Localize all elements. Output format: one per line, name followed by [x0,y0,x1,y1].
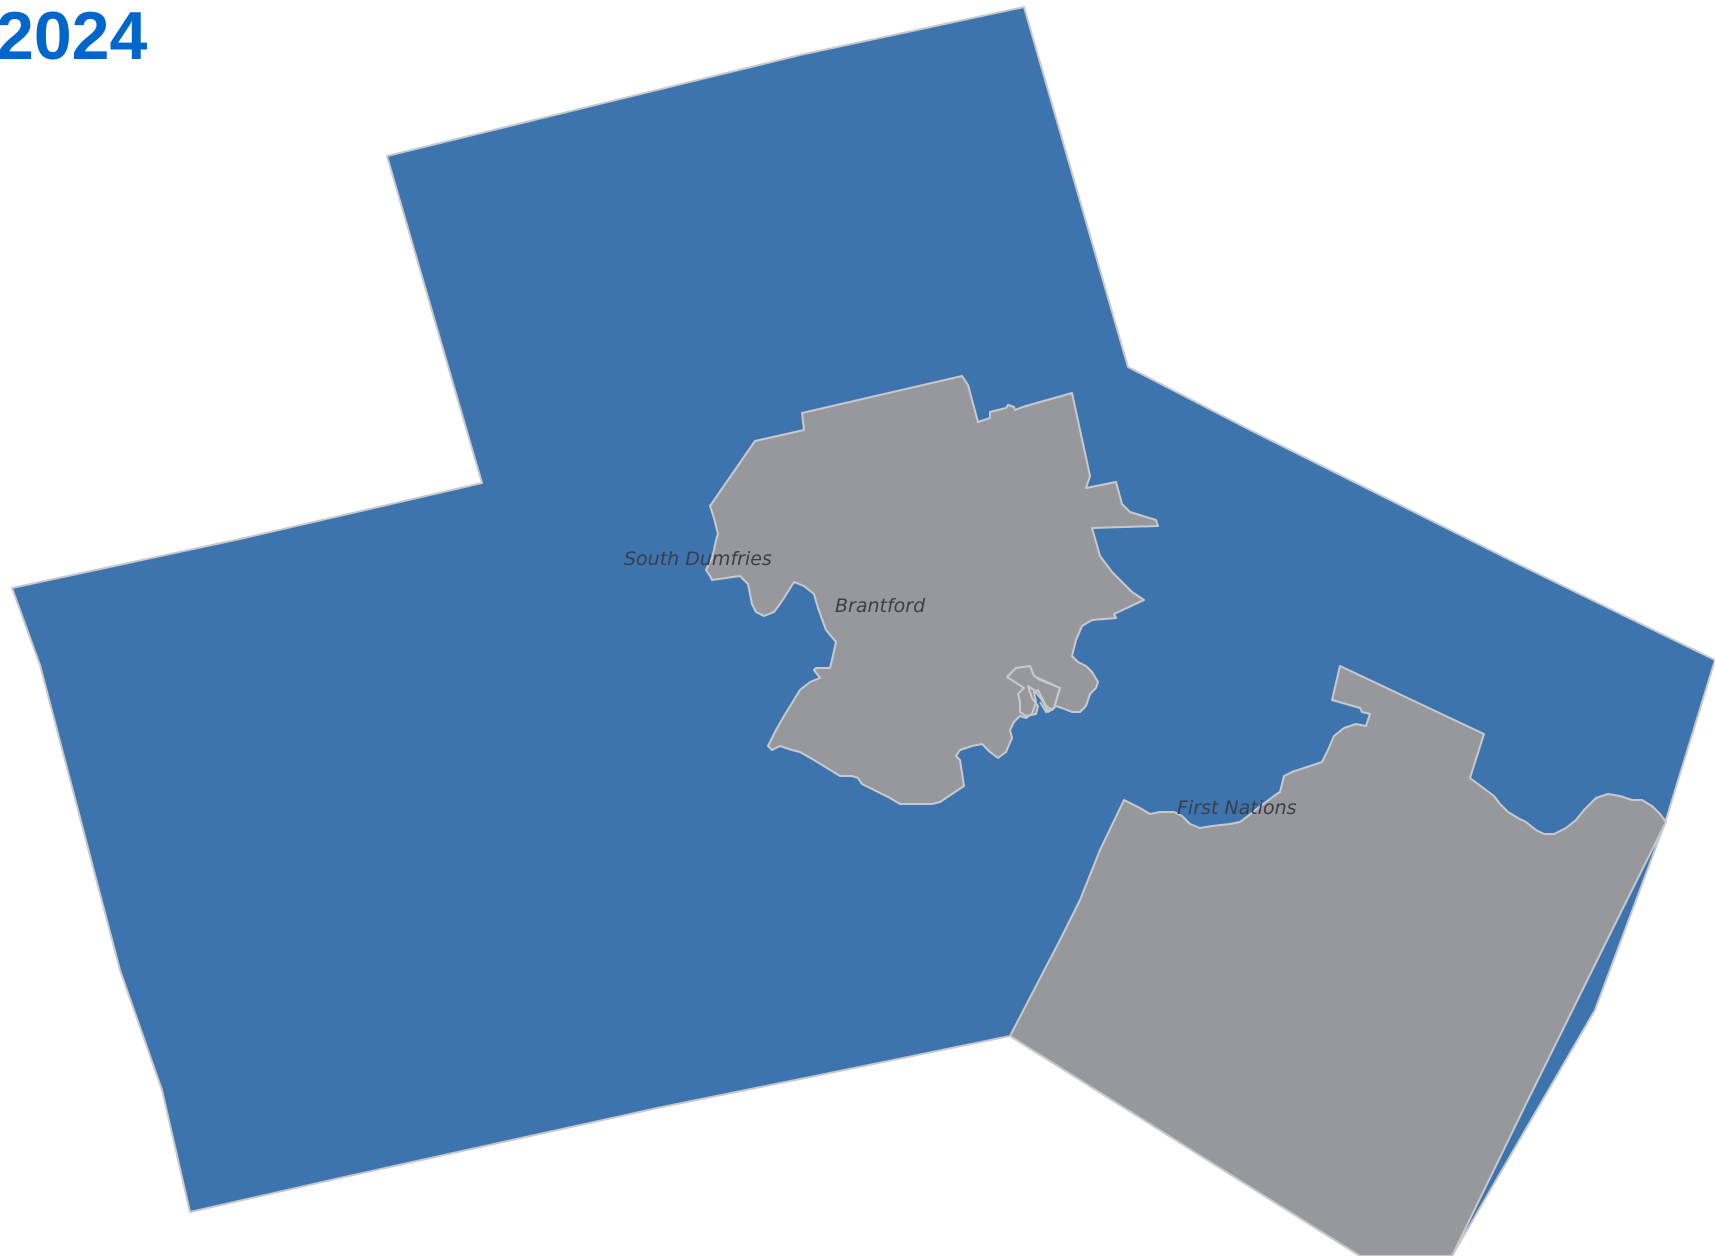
label-first-nations: First Nations [1177,797,1297,819]
label-brantford: Brantford [835,595,926,617]
brantford-enclave-outline [1006,664,1062,714]
label-south-dumfries: South Dumfries [624,548,772,570]
region-first-nations[interactable] [1009,665,1667,1256]
map-title: 2024 [0,0,148,74]
